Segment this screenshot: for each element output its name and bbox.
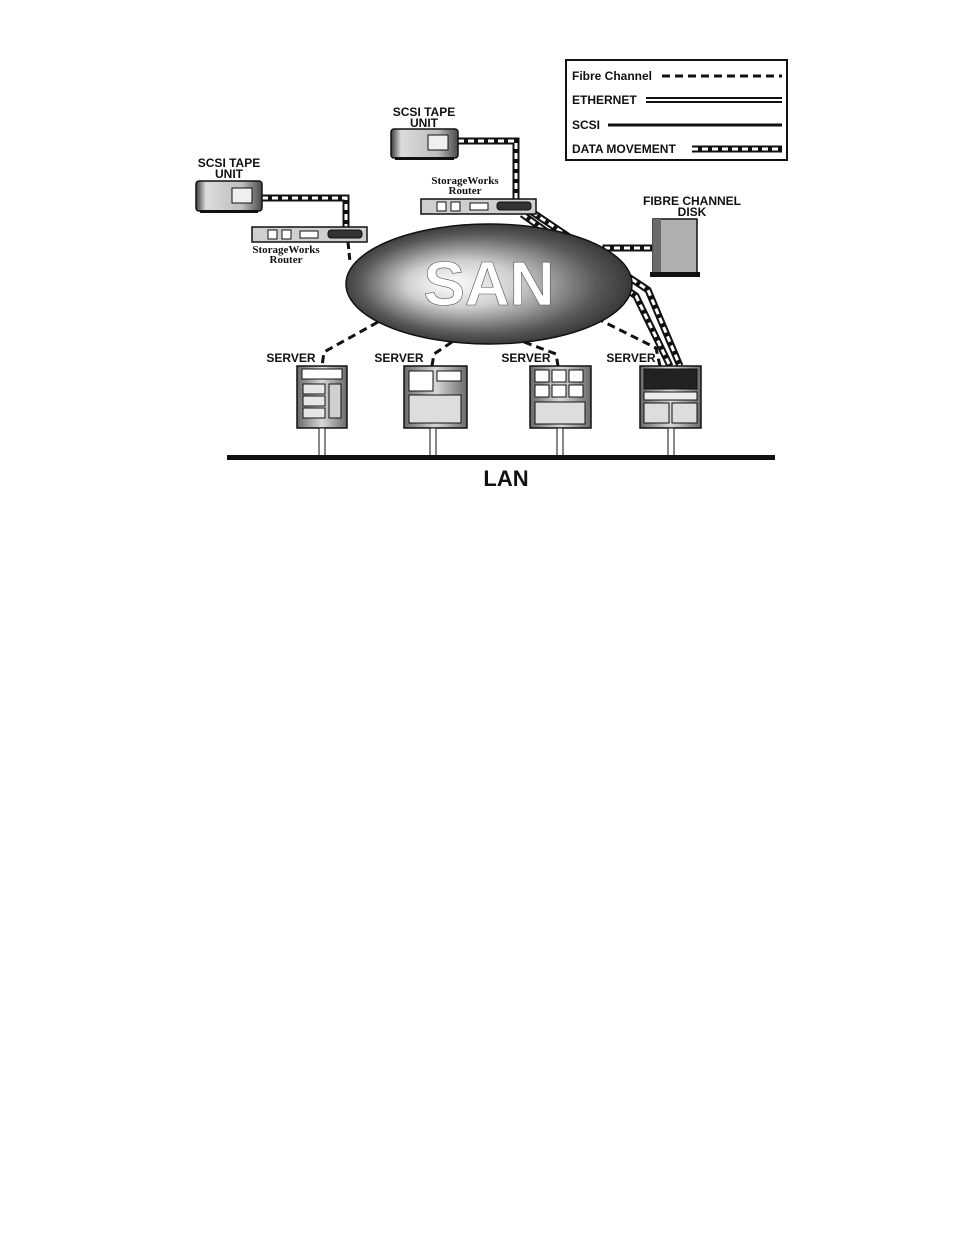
fibre-channel-disk: FIBRE CHANNEL DISK	[643, 194, 741, 277]
legend-label-data-movement: DATA MOVEMENT	[572, 142, 676, 156]
tape-unit-top: SCSI TAPE UNIT	[391, 105, 458, 160]
server-3-grid-3	[569, 370, 583, 382]
server-2: SERVER	[374, 351, 467, 457]
link-san-server2	[432, 342, 452, 366]
legend: Fibre Channel ETHERNET SCSI DATA MOVEMEN…	[566, 60, 787, 160]
server-1-panel-top	[302, 369, 342, 379]
server-2-stand	[430, 428, 436, 457]
tape-unit-left-base	[200, 210, 258, 213]
router-left-label-line2: Router	[270, 254, 303, 266]
server-4-panel-1	[644, 392, 697, 400]
router-top-port-1	[437, 202, 446, 211]
server-3-label: SERVER	[501, 351, 550, 365]
legend-label-scsi: SCSI	[572, 118, 600, 132]
server-4-panel-2	[644, 403, 669, 423]
server-1: SERVER	[266, 351, 347, 457]
router-left-port-1	[268, 230, 277, 239]
disk-shade	[653, 219, 661, 273]
router-left-port-3	[300, 231, 318, 238]
server-1-bay-3	[303, 408, 325, 418]
server-3-drawers	[535, 402, 585, 424]
server-2-panel-left	[409, 371, 433, 391]
link-tape1-router1-outer	[262, 198, 346, 228]
server-4-vent-grid	[644, 369, 697, 389]
lan-bus	[227, 455, 775, 460]
link-tape1-router1-inner	[262, 198, 346, 228]
san-cloud: SAN	[346, 224, 632, 344]
server-4-panel-3	[672, 403, 697, 423]
tape-unit-top-slot	[428, 135, 448, 150]
link-router1-san	[348, 242, 350, 262]
server-3-grid-6	[569, 385, 583, 397]
tape-unit-left-label-line2: UNIT	[215, 167, 244, 181]
legend-label-fibre-channel: Fibre Channel	[572, 69, 652, 83]
lan: LAN	[227, 455, 775, 491]
server-3-stand	[557, 428, 563, 457]
disk-base	[650, 272, 700, 277]
router-top-label-line2: Router	[449, 185, 482, 197]
tape-unit-left-slot	[232, 188, 252, 203]
server-3-grid-1	[535, 370, 549, 382]
server-4-label: SERVER	[606, 351, 655, 365]
server-1-bay-1	[303, 384, 325, 394]
tape-unit-top-base	[395, 157, 454, 160]
server-3-grid-2	[552, 370, 566, 382]
router-top-port-2	[451, 202, 460, 211]
server-2-panel-right	[437, 371, 461, 381]
san-label: SAN	[424, 250, 555, 319]
server-4-stand	[668, 428, 674, 457]
tape-unit-top-label-line2: UNIT	[410, 116, 439, 130]
server-3: SERVER	[501, 351, 591, 457]
lan-label: LAN	[483, 466, 528, 491]
server-1-bay-4	[329, 384, 341, 418]
server-3-grid-5	[552, 385, 566, 397]
link-san-server1	[322, 322, 378, 366]
server-3-grid-4	[535, 385, 549, 397]
router-top-port-3	[470, 203, 488, 210]
tape-unit-left: SCSI TAPE UNIT	[196, 156, 262, 213]
server-4: SERVER	[606, 351, 701, 457]
disk-label-line2: DISK	[678, 205, 707, 219]
router-top-connector	[497, 202, 531, 210]
legend-label-ethernet: ETHERNET	[572, 93, 637, 107]
server-1-label: SERVER	[266, 351, 315, 365]
server-1-bay-2	[303, 396, 325, 406]
server-2-label: SERVER	[374, 351, 423, 365]
server-1-stand	[319, 428, 325, 457]
router-left-port-2	[282, 230, 291, 239]
router-left-connector	[328, 230, 362, 238]
server-2-grille	[409, 395, 461, 423]
